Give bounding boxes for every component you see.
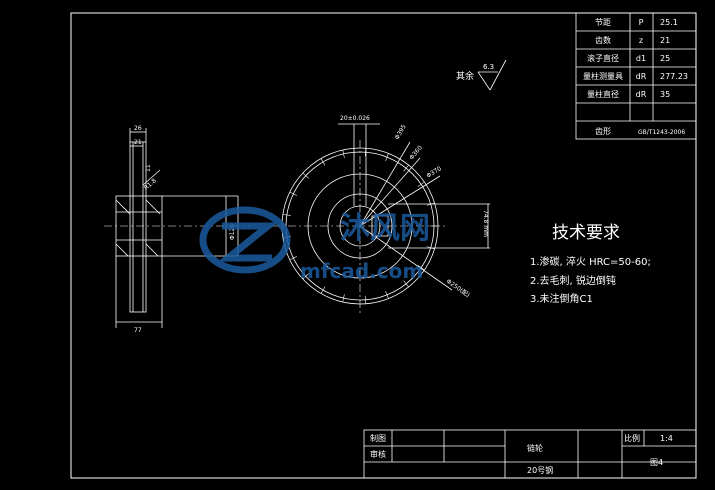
- tooth-mark: [342, 294, 345, 303]
- param-symbol: d1: [636, 54, 646, 63]
- tooth-mark: [302, 172, 309, 179]
- dim-top: 26: [134, 125, 142, 132]
- sprocket-teeth: [282, 148, 438, 304]
- param-value: GB/T1243-2006: [638, 129, 685, 136]
- tooth-mark: [289, 191, 298, 196]
- param-value: 35: [660, 90, 670, 99]
- tooth-mark: [320, 158, 326, 166]
- tooth-mark: [364, 295, 367, 304]
- title-block: [363, 429, 697, 479]
- tech-item: 3.未注倒角C1: [530, 292, 593, 305]
- dim-bottom: 77: [134, 327, 142, 334]
- tech-item: 1.渗碳, 淬火 HRC=50-60;: [530, 255, 651, 268]
- param-name: 节距: [595, 18, 611, 27]
- checked-label: 审核: [370, 449, 386, 459]
- drawing-number: 图4: [650, 458, 663, 467]
- param-value: 25.1: [660, 18, 678, 27]
- scale-label: 比例: [624, 433, 640, 443]
- param-name: 齿数: [595, 35, 611, 45]
- param-symbol: z: [639, 36, 643, 45]
- tooth-mark: [385, 291, 389, 299]
- tooth-mark: [403, 280, 409, 288]
- watermark-text: 沐风网: [340, 211, 430, 246]
- watermark: 沐风网 mfcad.com: [199, 206, 430, 283]
- drawn-label: 制图: [370, 433, 386, 443]
- param-symbol: dR: [636, 90, 647, 99]
- tooth-mark: [282, 214, 291, 216]
- watermark-logo-ring: [199, 206, 291, 274]
- param-value: 25: [660, 54, 670, 63]
- roughness-label: 其余: [456, 70, 474, 82]
- tech-item: 2.去毛刺, 锐边倒钝: [530, 274, 616, 287]
- watermark-logo-z: [218, 222, 278, 262]
- param-symbol: dR: [636, 72, 647, 81]
- tooth-mark: [426, 202, 435, 206]
- param-name: 量柱测量具: [583, 71, 623, 81]
- param-table-text: 节距 P 25.1 齿数 z 21 滚子直径 d1 25 量柱测量具 dR 27…: [583, 18, 688, 136]
- roughness-symbol: [477, 59, 507, 91]
- param-name: 齿形: [595, 127, 611, 136]
- param-value: 21: [660, 36, 670, 45]
- tooth-mark: [417, 181, 425, 187]
- tooth-mark: [289, 256, 298, 261]
- tech-title: 技术要求: [552, 223, 620, 243]
- param-name: 滚子直径: [587, 53, 619, 63]
- dim-keyway: 74.8 mm: [482, 210, 489, 237]
- side-centerlines: [272, 140, 448, 316]
- material: 20号钢: [527, 465, 553, 475]
- tooth-mark: [403, 164, 409, 172]
- param-symbol: P: [639, 18, 644, 27]
- tooth-mark: [385, 153, 389, 161]
- dim-second: 21: [134, 139, 142, 146]
- tooth-mark: [364, 148, 367, 157]
- scale-value: 1:4: [660, 434, 673, 443]
- dim-tolerance: 20±0.026: [340, 115, 370, 122]
- param-name: 量柱直径: [587, 89, 619, 99]
- tooth-mark: [426, 246, 435, 250]
- roughness-value: 6.3: [483, 63, 494, 71]
- title-block-text: 制图 审核 链轮 20号钢 比例 1:4 图4: [370, 433, 673, 475]
- part-name: 链轮: [527, 443, 543, 453]
- watermark-url: mfcad.com: [300, 259, 423, 283]
- param-table: [575, 12, 697, 140]
- tooth-mark: [302, 273, 309, 280]
- param-value: 277.23: [660, 72, 688, 81]
- tooth-mark: [320, 286, 326, 294]
- front-section-view: [115, 128, 239, 328]
- tooth-mark: [417, 265, 425, 271]
- dim-chamfer: 11: [145, 164, 152, 172]
- tooth-mark: [342, 149, 345, 158]
- dim-bore: Φ126: [229, 224, 236, 240]
